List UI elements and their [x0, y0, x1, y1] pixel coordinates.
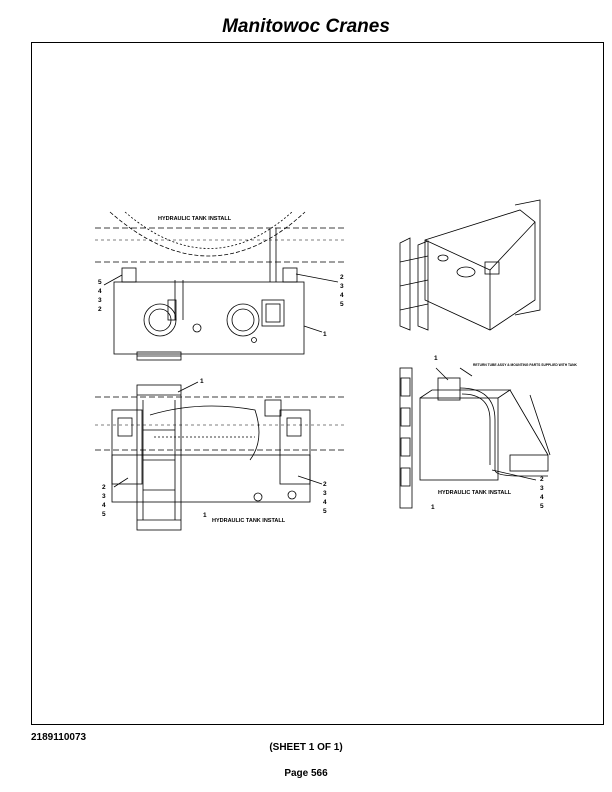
callout-4: 4	[102, 502, 106, 509]
callout-3: 3	[340, 283, 344, 290]
callout-5: 5	[540, 503, 544, 510]
sheet-indicator: (SHEET 1 OF 1)	[269, 742, 343, 753]
callout-3: 3	[98, 297, 102, 304]
callout-5: 5	[98, 279, 102, 286]
callout-4: 4	[98, 288, 102, 295]
tank-iso-view	[399, 199, 541, 331]
callout-4: 4	[340, 292, 344, 299]
callout-1: 1	[323, 331, 327, 338]
callout-2: 2	[98, 306, 102, 313]
callout-3: 3	[323, 490, 327, 497]
callout-4: 4	[323, 499, 327, 506]
label-hydraulic-tank-install-bottom: HYDRAULIC TANK INSTALL	[212, 518, 286, 524]
callout-3: 3	[102, 493, 106, 500]
callout-2: 2	[102, 484, 106, 491]
callout-4: 4	[540, 494, 544, 501]
callout-1: 1	[203, 512, 207, 519]
tank-side-view	[399, 367, 551, 509]
callout-1: 1	[434, 355, 438, 362]
callout-5: 5	[102, 511, 106, 518]
callout-5: 5	[340, 301, 344, 308]
page-title: Manitowoc Cranes	[222, 16, 390, 37]
part-number: 2189110073	[31, 732, 87, 743]
callout-1: 1	[200, 378, 204, 385]
label-hydraulic-tank-install-side: HYDRAULIC TANK INSTALL	[438, 490, 512, 496]
tank-front-view	[95, 211, 345, 361]
callout-3: 3	[540, 485, 544, 492]
page-number: Page 566	[284, 768, 328, 779]
tank-top-view	[95, 381, 345, 531]
drawing-frame	[31, 42, 604, 725]
callout-2: 2	[340, 274, 344, 281]
label-hydraulic-tank-install-top: HYDRAULIC TANK INSTALL	[158, 216, 232, 222]
callout-2: 2	[323, 481, 327, 488]
callout-2: 2	[540, 476, 544, 483]
callout-1: 1	[431, 504, 435, 511]
label-return-tube-note: RETURN TUBE ASSY & MOUNTING PARTS SUPPLI…	[473, 363, 578, 367]
callout-5: 5	[323, 508, 327, 515]
